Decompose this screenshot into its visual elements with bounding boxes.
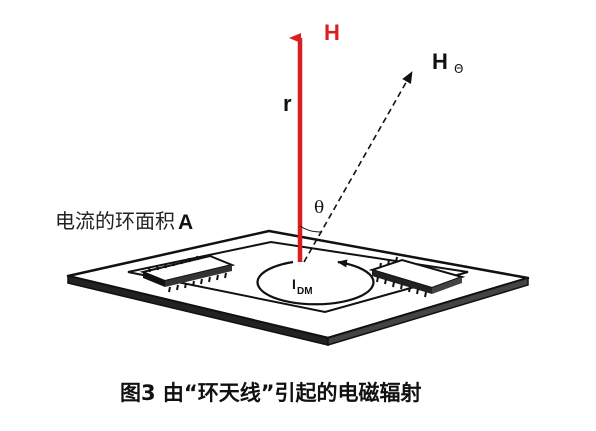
h-label: H (324, 20, 340, 45)
ic-chip-right (368, 256, 466, 298)
h-theta-arrow (303, 71, 413, 263)
h-theta-label: H (432, 49, 448, 74)
ic-chip-left (139, 254, 236, 293)
current-subscript: DM (297, 286, 313, 297)
theta-arc (299, 225, 323, 233)
current-label: I (292, 276, 296, 292)
figure-caption: 图3 由“环天线”引起的电磁辐射 (120, 381, 422, 405)
current-loop-arrow (256, 259, 375, 306)
trace-loop-outline (127, 240, 469, 314)
loop-area-label: 电流的环面积 (55, 209, 175, 233)
h-theta-subscript: Θ (454, 62, 463, 76)
pcb-board-edge-right (327, 276, 529, 347)
theta-label: θ (314, 198, 324, 218)
loop-area-symbol: A (178, 211, 193, 234)
r-label: r (283, 91, 292, 116)
